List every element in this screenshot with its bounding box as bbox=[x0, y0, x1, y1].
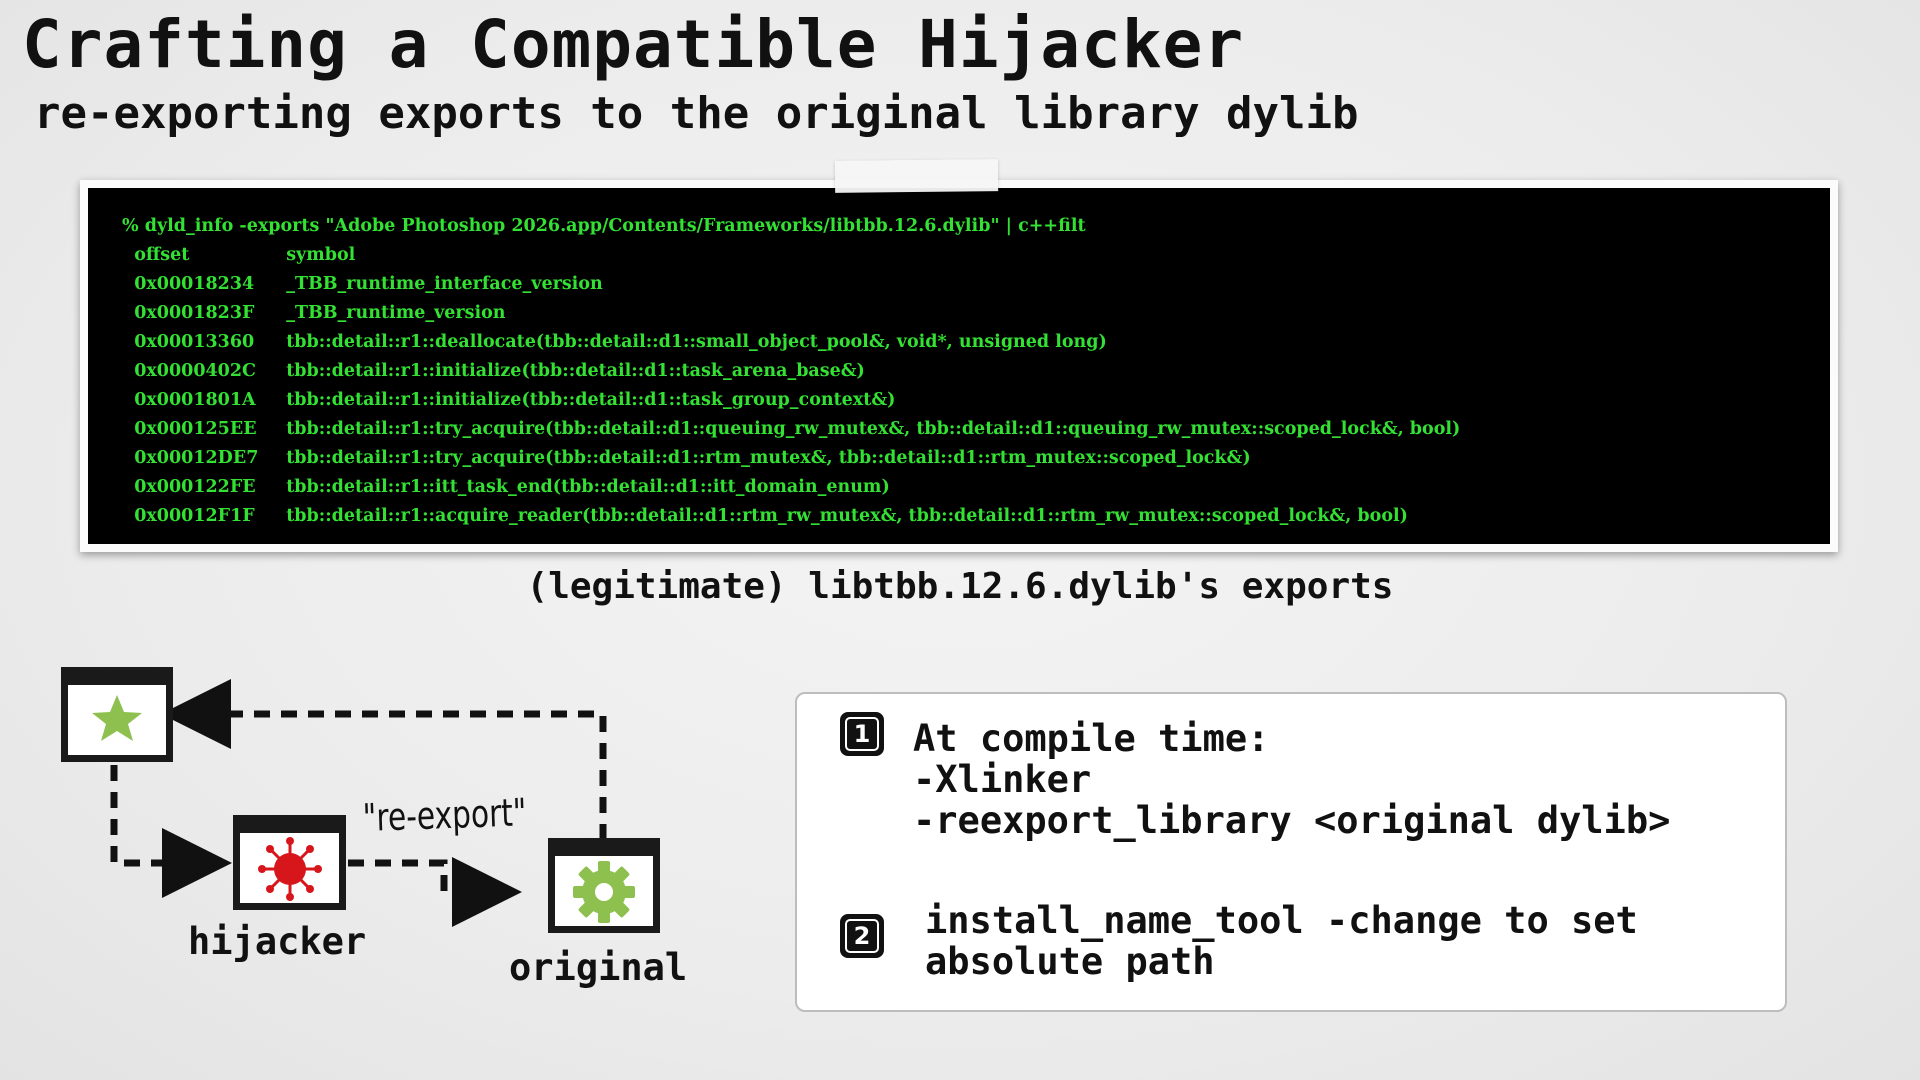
reexport-label: "re-export" bbox=[362, 790, 528, 840]
arrow-app-to-hijacker bbox=[110, 765, 232, 898]
export-row: 0x00018234 _TBB_runtime_interface_version bbox=[122, 270, 1830, 299]
export-symbol: tbb::detail::r1::initialize(tbb::detail:… bbox=[286, 390, 896, 410]
header-offset: offset bbox=[134, 245, 190, 265]
slide-title: Crafting a Compatible Hijacker bbox=[22, 6, 1245, 83]
export-row: 0x0000402C tbb::detail::r1::initialize(tb… bbox=[122, 357, 1830, 386]
step-2-text: install_name_tool -change to set absolut… bbox=[925, 899, 1638, 983]
export-row: 0x000125EE tbb::detail::r1::try_acquire(t… bbox=[122, 415, 1830, 444]
export-offset: 0x0000402C bbox=[134, 361, 256, 381]
terminal-command: % dyld_info -exports "Adobe Photoshop 20… bbox=[122, 216, 1086, 236]
terminal-caption: (legitimate) libtbb.12.6.dylib's exports bbox=[526, 566, 1394, 607]
export-row: 0x00012DE7 tbb::detail::r1::try_acquire(t… bbox=[122, 444, 1830, 473]
original-label: original bbox=[509, 946, 688, 989]
export-offset: 0x00013360 bbox=[134, 332, 255, 352]
terminal-screenshot-frame: % dyld_info -exports "Adobe Photoshop 20… bbox=[80, 180, 1838, 552]
export-symbol: _TBB_runtime_version bbox=[286, 303, 506, 323]
slide-subtitle: re-exporting exports to the original lib… bbox=[34, 88, 1359, 139]
virus-icon bbox=[258, 837, 322, 901]
export-row: 0x00013360 tbb::detail::r1::deallocate(tb… bbox=[122, 328, 1830, 357]
export-symbol: tbb::detail::r1::try_acquire(tbb::detail… bbox=[286, 419, 1461, 439]
export-symbol: tbb::detail::r1::try_acquire(tbb::detail… bbox=[286, 448, 1251, 468]
export-row: 0x0001823F _TBB_runtime_version bbox=[122, 299, 1830, 328]
export-symbol: tbb::detail::r1::initialize(tbb::detail:… bbox=[286, 361, 865, 381]
header-symbol: symbol bbox=[286, 245, 356, 265]
export-offset: 0x00012F1F bbox=[134, 506, 255, 526]
gear-icon bbox=[573, 861, 635, 923]
export-offset: 0x00018234 bbox=[134, 274, 255, 294]
step-1-text: At compile time: -Xlinker -reexport_libr… bbox=[913, 717, 1671, 842]
export-row: 0x0001801A tbb::detail::r1::initialize(tb… bbox=[122, 386, 1830, 415]
export-offset: 0x0001801A bbox=[134, 390, 256, 410]
star-icon bbox=[92, 695, 142, 741]
export-symbol: _TBB_runtime_interface_version bbox=[286, 274, 603, 294]
step-2-badge: 2 bbox=[840, 914, 884, 958]
export-offset: 0x0001823F bbox=[134, 303, 255, 323]
arrow-hijacker-to-original bbox=[348, 857, 522, 927]
terminal-output: % dyld_info -exports "Adobe Photoshop 20… bbox=[88, 188, 1830, 544]
step-1-badge: 1 bbox=[840, 712, 884, 756]
export-offset: 0x000125EE bbox=[134, 419, 257, 439]
original-window bbox=[548, 838, 660, 933]
export-symbol: tbb::detail::r1::itt_task_end(tbb::detai… bbox=[286, 477, 890, 497]
terminal-header: offset symbol bbox=[122, 241, 1830, 270]
hijacker-window bbox=[233, 815, 346, 910]
export-rows: 0x00018234 _TBB_runtime_interface_version… bbox=[122, 270, 1830, 531]
export-symbol: tbb::detail::r1::deallocate(tbb::detail:… bbox=[286, 332, 1107, 352]
export-row: 0x000122FE tbb::detail::r1::itt_task_end(… bbox=[122, 473, 1830, 502]
export-symbol: tbb::detail::r1::acquire_reader(tbb::det… bbox=[286, 506, 1408, 526]
export-offset: 0x00012DE7 bbox=[134, 448, 259, 468]
export-row: 0x00012F1F tbb::detail::r1::acquire_reade… bbox=[122, 502, 1830, 531]
app-window bbox=[61, 667, 173, 762]
steps-box: 1 At compile time: -Xlinker -reexport_li… bbox=[795, 692, 1787, 1012]
export-offset: 0x000122FE bbox=[134, 477, 256, 497]
arrow-original-to-app bbox=[161, 679, 607, 840]
step-2-number: 2 bbox=[845, 919, 879, 953]
hijacker-label: hijacker bbox=[188, 920, 367, 963]
step-1-number: 1 bbox=[845, 717, 879, 751]
